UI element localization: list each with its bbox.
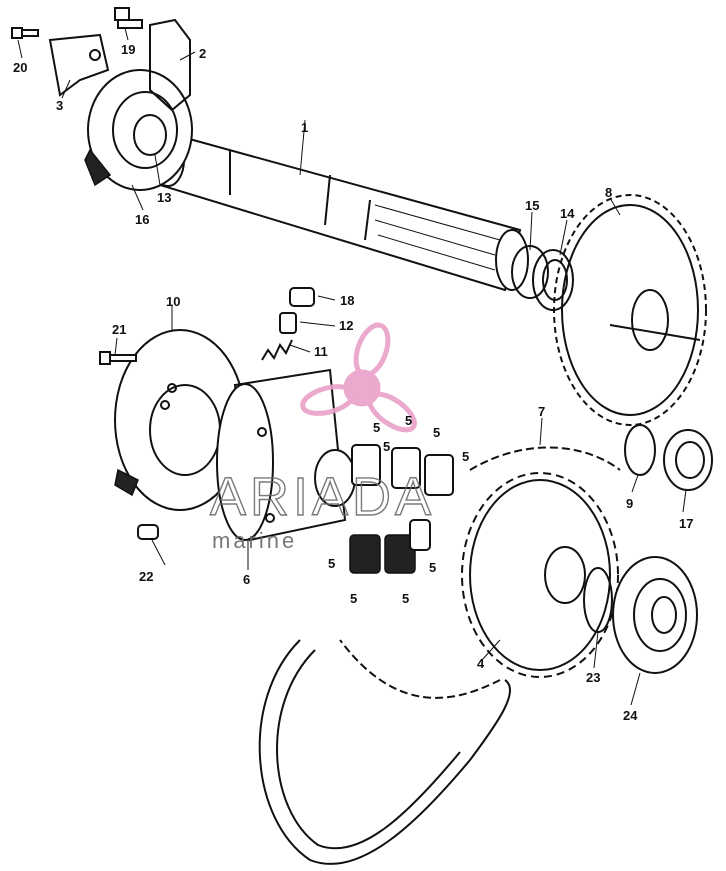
label-5a: 5 [373,420,380,435]
pin-part-22 [137,524,159,540]
label-5h: 5 [402,591,409,606]
needle-bearing-part-17 [663,429,713,491]
spring-part-11 [261,339,293,361]
label-1: 1 [301,120,308,135]
label-10: 10 [166,294,180,309]
label-3: 3 [56,98,63,113]
label-6: 6 [243,572,250,587]
label-13: 13 [157,190,171,205]
label-22: 22 [139,569,153,584]
ring-part-9 [624,424,656,476]
label-21: 21 [112,322,126,337]
bolt-part-21 [99,351,137,365]
rollers-part-5 [349,444,454,574]
label-9: 9 [626,496,633,511]
label-18: 18 [340,293,354,308]
bolt-part-20 [11,27,39,39]
label-12: 12 [339,318,353,333]
bearing-housing-top [84,69,193,191]
label-16: 16 [135,212,149,227]
sprocket-part-4 [461,472,619,678]
label-14: 14 [560,206,575,221]
label-5d: 5 [383,439,390,454]
drive-belt [258,639,511,865]
label-7: 7 [538,404,545,419]
main-shaft [151,133,529,292]
plate-part-2 [149,18,191,112]
housing-part-10 [114,329,246,511]
label-15: 15 [525,198,539,213]
cap-part-18 [289,287,315,307]
label-5i: 5 [429,560,436,575]
label-5c: 5 [433,425,440,440]
bearing-part-24 [612,556,698,674]
bracket-part-3 [48,33,110,97]
label-8: 8 [605,185,612,200]
pin-part-12 [279,312,297,334]
label-5e: 5 [462,449,469,464]
part-labels: 1 2 3 4 5 5 5 5 5 5 5 5 5 6 7 8 9 10 11 … [13,42,693,723]
chain-part-7 [339,446,621,699]
label-5f: 5 [328,556,335,571]
gear-part-8 [553,194,707,426]
label-17: 17 [679,516,693,531]
label-11: 11 [314,344,328,359]
bolt-part-19 [114,7,143,29]
label-19: 19 [121,42,135,57]
label-24: 24 [623,708,638,723]
watermark-logo: ARIADA marine [209,322,435,553]
washer-part-14 [532,249,574,311]
label-20: 20 [13,60,27,75]
label-5g: 5 [350,591,357,606]
label-5b: 5 [405,413,412,428]
propeller-icon [300,322,417,433]
label-2: 2 [199,46,206,61]
watermark-brand: ARIADA [210,467,435,527]
label-4: 4 [477,656,485,671]
watermark-sub: marine [212,528,297,553]
leader-lines [17,27,687,706]
label-23: 23 [586,670,600,685]
